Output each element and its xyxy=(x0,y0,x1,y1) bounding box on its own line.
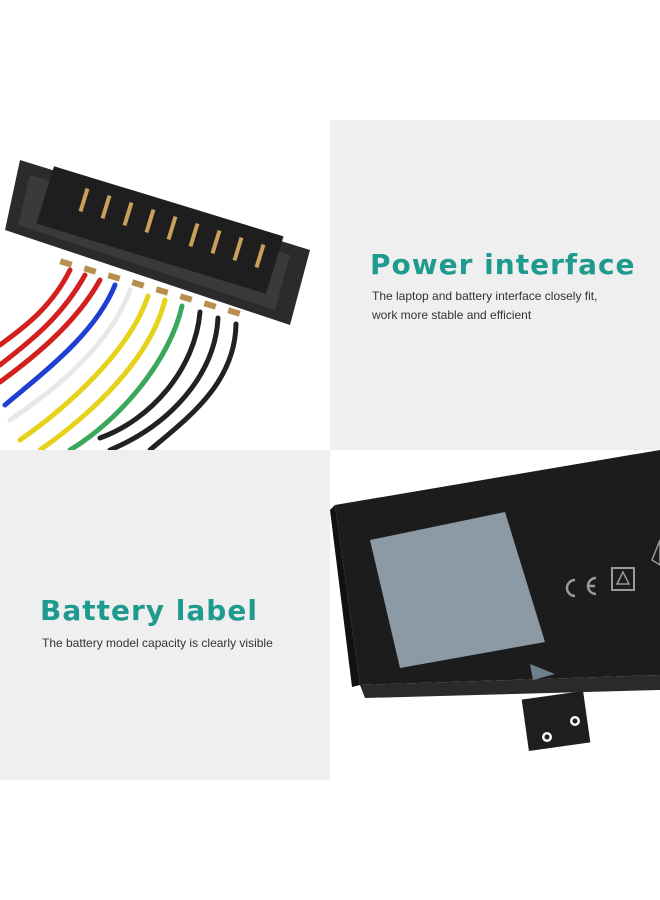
power-interface-panel: Power interface The laptop and battery i… xyxy=(330,120,660,450)
recycle-mark-icon xyxy=(611,567,635,591)
battery-connector-image xyxy=(0,160,310,450)
power-interface-description-line1: The laptop and battery interface closely… xyxy=(372,289,598,303)
connector-photo-panel xyxy=(0,120,330,450)
battery-label-heading: Battery label xyxy=(40,594,258,627)
triangle-arrow-icon xyxy=(530,664,555,680)
ce-mark-icon xyxy=(565,576,597,598)
power-interface-heading: Power interface xyxy=(370,248,636,281)
battery-photo-panel xyxy=(330,450,660,780)
battery-label-image xyxy=(330,450,660,752)
power-interface-description-line2: work more stable and efficient xyxy=(372,308,532,322)
battery-label-description: The battery model capacity is clearly vi… xyxy=(42,636,273,650)
battery-label-panel: Battery label The battery model capacity… xyxy=(0,450,330,780)
